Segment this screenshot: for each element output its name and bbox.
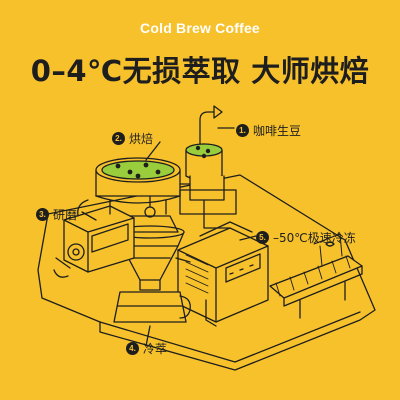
callout-2-label: 烘焙 [129,132,154,146]
callout-2: 2. 烘焙 [112,130,153,147]
callout-4-number: 4. [126,342,139,355]
callout-5-number: 5. [256,231,269,244]
callout-4-label: 冷萃 [143,342,168,356]
callout-1: 1. 咖啡生豆 [236,122,301,139]
bean-hopper [179,105,237,215]
callout-1-number: 1. [236,124,249,137]
callout-3: 3. 研磨 [36,206,77,223]
callout-1-label: 咖啡生豆 [253,124,302,138]
callout-5-label: –50℃极速冷冻 [273,231,356,245]
callout-3-number: 3. [36,208,49,221]
conveyor-belt [269,233,363,319]
callout-5: 5. –50℃极速冷冻 [256,229,356,246]
callout-3-label: 研磨 [53,208,78,222]
callout-4: 4. 冷萃 [126,340,167,357]
callout-2-number: 2. [112,132,125,145]
grinder-machine [53,205,135,278]
subtitle: Cold Brew Coffee [140,20,260,36]
freezer-unit [177,221,269,327]
headline: 0–4℃无损萃取 大师烘焙 [30,54,370,88]
roaster-drum [77,157,201,217]
